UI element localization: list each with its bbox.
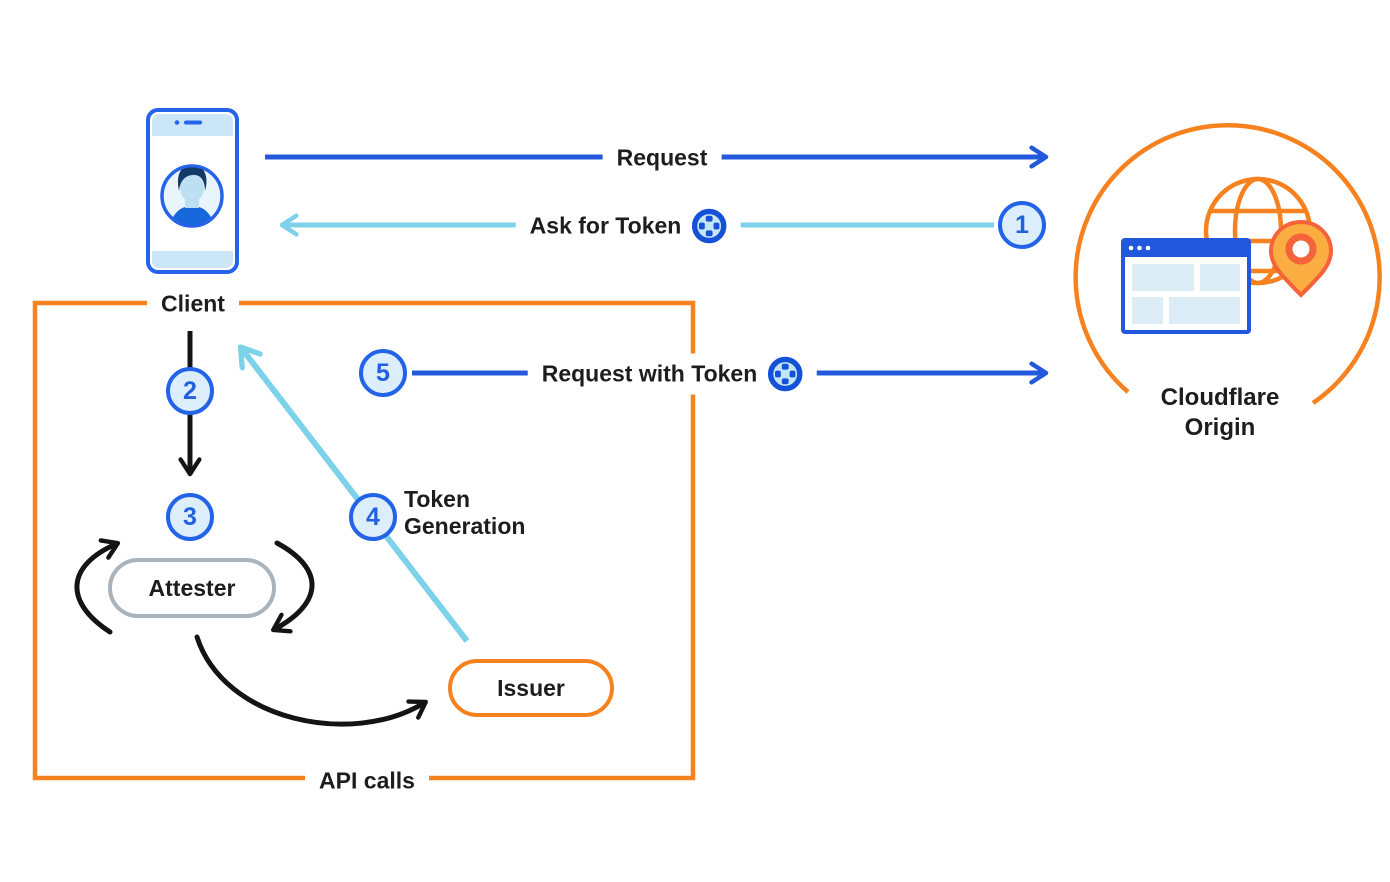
request-with-token-arrow-label-text: Request with Token (541, 360, 758, 387)
step-5-badge: 5 (359, 349, 407, 397)
token-generation-label-line1: Token (404, 486, 471, 512)
issuer-node-label: Issuer (497, 674, 565, 701)
client-node-label: Client (147, 288, 239, 320)
cloudflare-origin-circle (1073, 122, 1382, 405)
step-2-badge: 2 (166, 367, 214, 415)
step-3-badge: 3 (166, 493, 214, 541)
issuer-node: Issuer (448, 659, 614, 717)
client-phone-icon (146, 108, 239, 274)
step-1-badge: 1 (998, 201, 1046, 249)
step-4-badge: 4 (349, 493, 397, 541)
attester-to-issuer-arrow (194, 634, 428, 727)
token-generation-label-line2: Generation (404, 513, 526, 539)
cloudflare-origin-label-line1: Cloudflare (1160, 384, 1280, 411)
token-generation-arrow (237, 344, 470, 643)
request-arrow-label-text: Request (616, 144, 708, 171)
token-icon (691, 208, 727, 244)
cloudflare-origin-label-line2: Origin (1184, 414, 1256, 441)
attestation-cycle-arrows (74, 538, 315, 635)
browser-window-icon (1121, 238, 1251, 334)
request-with-token-arrow-label: Request with Token (527, 353, 817, 395)
ask-for-token-arrow-label-text: Ask for Token (529, 212, 682, 239)
ask-for-token-arrow-label: Ask for Token (515, 205, 741, 247)
token-icon (767, 356, 803, 392)
cloudflare-origin-label: Cloudflare Origin (1161, 383, 1280, 443)
token-generation-label: Token Generation (404, 486, 525, 540)
attester-node-label: Attester (148, 574, 236, 601)
location-pin-icon (1268, 219, 1334, 298)
attester-node: Attester (108, 558, 276, 618)
request-arrow-label: Request (602, 141, 722, 175)
user-avatar-icon (160, 164, 224, 228)
api-calls-label: API calls (305, 765, 429, 797)
